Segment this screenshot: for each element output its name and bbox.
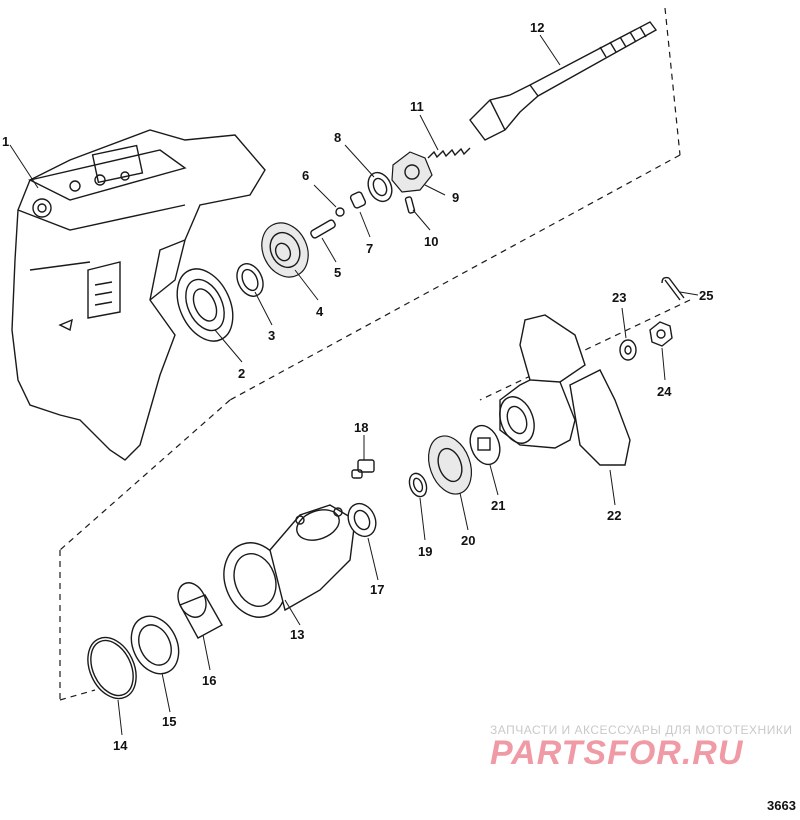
part-oring-14 (87, 636, 137, 700)
label-part-23: 23 (612, 290, 626, 305)
label-part-21: 21 (491, 498, 505, 513)
part-bearing-2 (176, 268, 234, 342)
label-part-18: 18 (354, 420, 368, 435)
part-shaft-12 (469, 21, 658, 141)
part-gear-4 (261, 222, 309, 278)
label-part-6: 6 (302, 168, 309, 183)
part-nut-24 (649, 321, 673, 347)
diagram-id: 3663 (767, 798, 796, 813)
dashed-line (59, 689, 96, 701)
dashed-boundary (59, 7, 691, 701)
dashed-line (229, 154, 681, 401)
part-seal-17 (347, 502, 377, 538)
label-part-17: 17 (370, 582, 384, 597)
label-part-20: 20 (461, 533, 475, 548)
part-spring-11 (427, 147, 471, 159)
part-needle-bearing-16 (177, 582, 223, 639)
label-part-3: 3 (268, 328, 275, 343)
part-screw-18 (351, 459, 375, 479)
part-hub-21 (469, 424, 501, 466)
part-ring-8 (367, 171, 393, 203)
part-ring-3 (236, 263, 264, 297)
part-clutch-9 (391, 151, 433, 193)
label-part-9: 9 (452, 190, 459, 205)
label-part-19: 19 (418, 544, 432, 559)
label-part-5: 5 (334, 265, 341, 280)
label-part-15: 15 (162, 714, 176, 729)
part-carrier-13 (223, 504, 356, 618)
label-part-12: 12 (530, 20, 544, 35)
watermark-logo: PARTSFOR.RU (490, 734, 744, 772)
part-propeller-22 (499, 314, 631, 466)
label-part-22: 22 (607, 508, 621, 523)
label-part-1: 1 (2, 134, 9, 149)
part-cotter-pin-25 (661, 276, 685, 301)
part-gear-20 (427, 435, 473, 495)
label-part-4: 4 (316, 304, 324, 319)
label-part-2: 2 (238, 366, 245, 381)
part-labels: 1 2 3 4 5 6 7 8 9 10 11 12 13 14 15 16 1… (2, 20, 713, 753)
label-part-7: 7 (366, 241, 373, 256)
part-cam-7 (349, 191, 367, 209)
part-pin-10 (404, 196, 416, 214)
part-washer-19 (408, 472, 428, 498)
label-part-16: 16 (202, 673, 216, 688)
part-gear-housing (11, 129, 266, 461)
label-part-10: 10 (424, 234, 438, 249)
label-part-13: 13 (290, 627, 304, 642)
leader-lines (9, 34, 699, 736)
watermark: ЗАПЧАСТИ И АКСЕССУАРЫ ДЛЯ МОТОТЕХНИКИ PA… (490, 723, 792, 772)
part-pin-5 (310, 219, 336, 239)
label-part-8: 8 (334, 130, 341, 145)
label-part-25: 25 (699, 288, 713, 303)
watermark-tagline: ЗАПЧАСТИ И АКСЕССУАРЫ ДЛЯ МОТОТЕХНИКИ (490, 723, 792, 737)
dashed-line (664, 7, 681, 156)
part-washer-23 (619, 339, 637, 361)
part-bearing-15 (130, 615, 180, 675)
label-part-14: 14 (113, 738, 128, 753)
dashed-line (59, 399, 231, 551)
part-ball-6 (335, 207, 345, 217)
dashed-line (479, 299, 691, 401)
label-part-11: 11 (410, 99, 424, 114)
label-part-24: 24 (657, 384, 672, 399)
